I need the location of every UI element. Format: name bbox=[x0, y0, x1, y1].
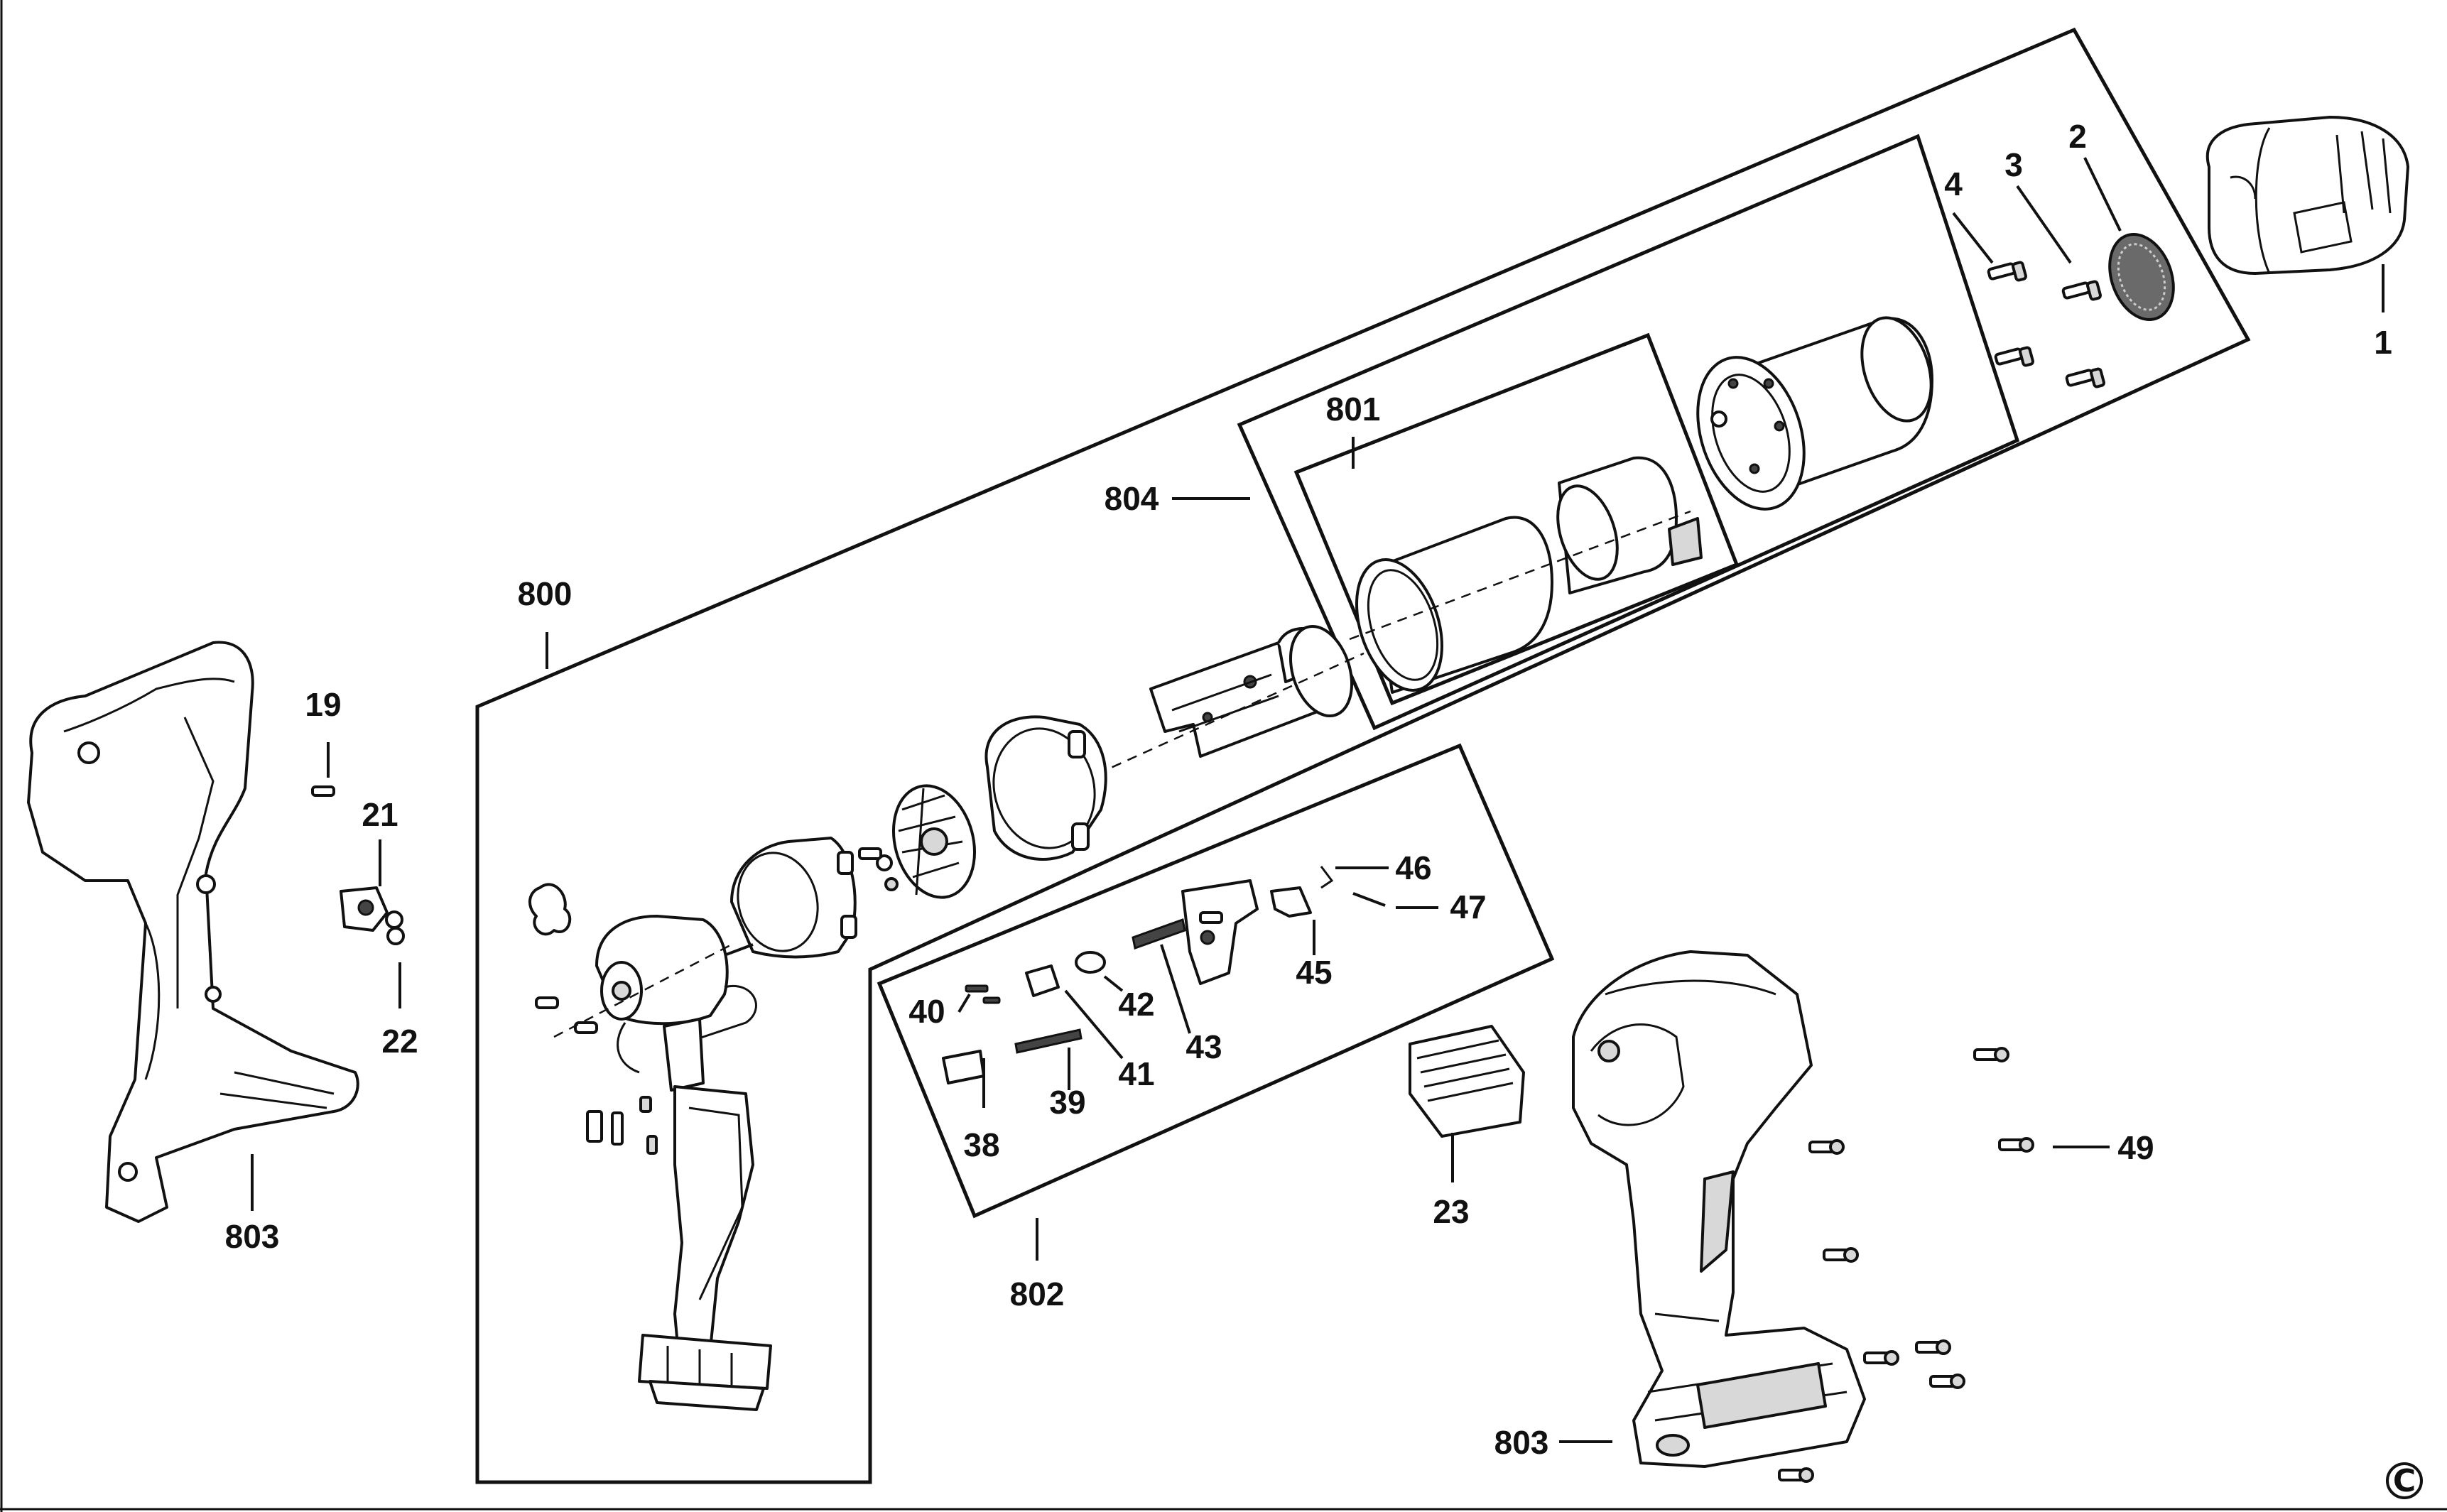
frame-800 bbox=[475, 27, 2251, 1484]
callout-labels: 1 2 3 4 801 804 800 19 21 22 803 802 38 … bbox=[225, 118, 2392, 1461]
copyright-letter: C bbox=[2393, 1463, 2416, 1499]
label-46: 46 bbox=[1395, 849, 1431, 886]
label-22: 22 bbox=[381, 1023, 418, 1060]
label-41: 41 bbox=[1118, 1055, 1154, 1092]
label-800: 800 bbox=[518, 575, 573, 612]
label-2: 2 bbox=[2068, 118, 2087, 155]
label-802: 802 bbox=[1010, 1276, 1065, 1312]
motor-wire-2 bbox=[617, 1022, 640, 1074]
label-1: 1 bbox=[2374, 324, 2392, 361]
copyright-mark: C bbox=[2386, 1462, 2423, 1499]
axis-line-upper bbox=[1065, 652, 1364, 790]
label-45: 45 bbox=[1296, 954, 1332, 991]
element-tubes-801 bbox=[1349, 456, 1703, 694]
label-23: 23 bbox=[1433, 1193, 1469, 1230]
heating-tube-assembly bbox=[1696, 316, 1933, 511]
label-3: 3 bbox=[2004, 146, 2023, 183]
battery-latch-part bbox=[1409, 1025, 1525, 1138]
motor-part bbox=[595, 915, 754, 1026]
label-804: 804 bbox=[1105, 480, 1159, 517]
motor-mount-bracket bbox=[1149, 624, 1354, 758]
fan-housing-part bbox=[984, 715, 1107, 861]
housing-screws bbox=[1778, 1047, 2034, 1483]
left-housing-half bbox=[27, 641, 359, 1223]
small-parts-41-42 bbox=[965, 951, 1106, 1004]
frame-802 bbox=[877, 743, 1555, 1219]
pin-19 bbox=[311, 785, 335, 797]
loose-pins bbox=[528, 883, 598, 1034]
label-803-left: 803 bbox=[225, 1218, 280, 1255]
mesh-filter-part bbox=[2108, 232, 2175, 322]
spring-43 bbox=[1132, 918, 1186, 950]
label-39: 39 bbox=[1049, 1084, 1085, 1121]
label-801: 801 bbox=[1326, 391, 1381, 428]
frame-804 bbox=[1237, 134, 2020, 731]
small-washers bbox=[858, 847, 899, 891]
front-screws bbox=[1987, 261, 2105, 388]
leader-lines bbox=[251, 157, 2384, 1443]
right-housing-half bbox=[1572, 950, 1866, 1468]
trigger-lever-part bbox=[1270, 866, 1386, 918]
label-40: 40 bbox=[908, 993, 945, 1030]
label-19: 19 bbox=[305, 686, 341, 723]
front-collar-part bbox=[2205, 116, 2409, 275]
label-49: 49 bbox=[2117, 1129, 2154, 1166]
label-42: 42 bbox=[1118, 986, 1154, 1023]
label-21: 21 bbox=[362, 796, 398, 833]
motor-can-housing bbox=[730, 837, 857, 959]
fan-impeller-part bbox=[891, 784, 977, 899]
label-43: 43 bbox=[1185, 1028, 1222, 1065]
label-47: 47 bbox=[1450, 888, 1486, 925]
spring-39 bbox=[1014, 1028, 1083, 1054]
label-38: 38 bbox=[963, 1126, 999, 1163]
label-4: 4 bbox=[1944, 165, 1963, 202]
label-803-right: 803 bbox=[1494, 1424, 1549, 1461]
switch-pcb-assembly bbox=[638, 1018, 772, 1411]
trigger-frame-part bbox=[1181, 879, 1259, 985]
switch-button-38 bbox=[942, 1050, 985, 1084]
clamp-21-22 bbox=[340, 886, 405, 945]
carbon-brushes bbox=[586, 1096, 658, 1155]
